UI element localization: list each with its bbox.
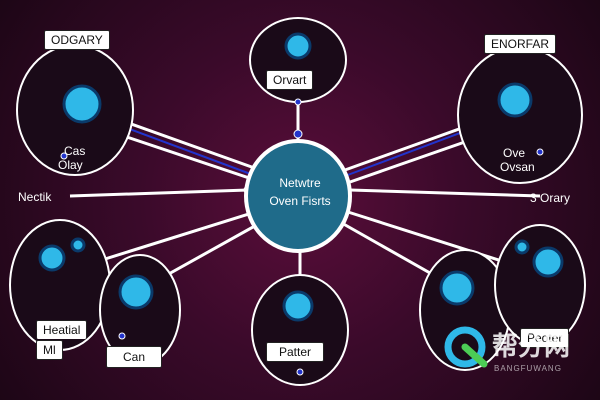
cell-icon	[118, 274, 154, 310]
center-label-1: Netwtre	[279, 176, 321, 190]
label-top-center: Orvart	[266, 70, 314, 90]
cell-icon	[284, 32, 312, 60]
label-right-edge: 3 Orary	[530, 191, 571, 205]
label-top-right: ENORFAR	[484, 34, 557, 54]
label-right-mid-1: Ove	[503, 146, 526, 160]
center-label-2: Oven Fisrts	[269, 194, 331, 208]
connector-left-edge	[69, 188, 249, 198]
center-hub	[244, 139, 352, 253]
label-bottom-left-2: Ml	[36, 340, 63, 360]
label-right-mid-2: Ovsan	[500, 160, 535, 174]
cell-icon	[514, 239, 530, 255]
cell-icon	[439, 270, 475, 306]
label-top-left: ODGARY	[44, 30, 110, 50]
cell-spheres	[38, 32, 564, 322]
watermark-subtext: BANGFUWANG	[494, 364, 562, 373]
cell-icon	[497, 82, 533, 118]
label-bottom-left-1: Heatial	[36, 320, 88, 339]
label-bottom-left-3: Can	[106, 346, 163, 368]
cell-icon	[532, 246, 564, 278]
label-left-mid-1: Cas	[64, 144, 86, 158]
cell-icon	[62, 84, 102, 124]
connector-right-edge	[349, 188, 541, 198]
watermark-text: 帮分网	[492, 332, 571, 362]
cell-icon	[282, 290, 314, 322]
label-left-edge: Nectik	[18, 190, 52, 204]
label-bottom-right: Peoter	[520, 328, 570, 348]
cell-icon	[38, 244, 66, 272]
cell-icon	[70, 237, 86, 253]
label-left-mid-2: Olay	[58, 158, 83, 172]
watermark-logo: 帮分网 BANGFUWANG	[440, 322, 590, 382]
label-bottom-center: Patter	[266, 342, 325, 362]
watermark-icon	[444, 326, 488, 368]
